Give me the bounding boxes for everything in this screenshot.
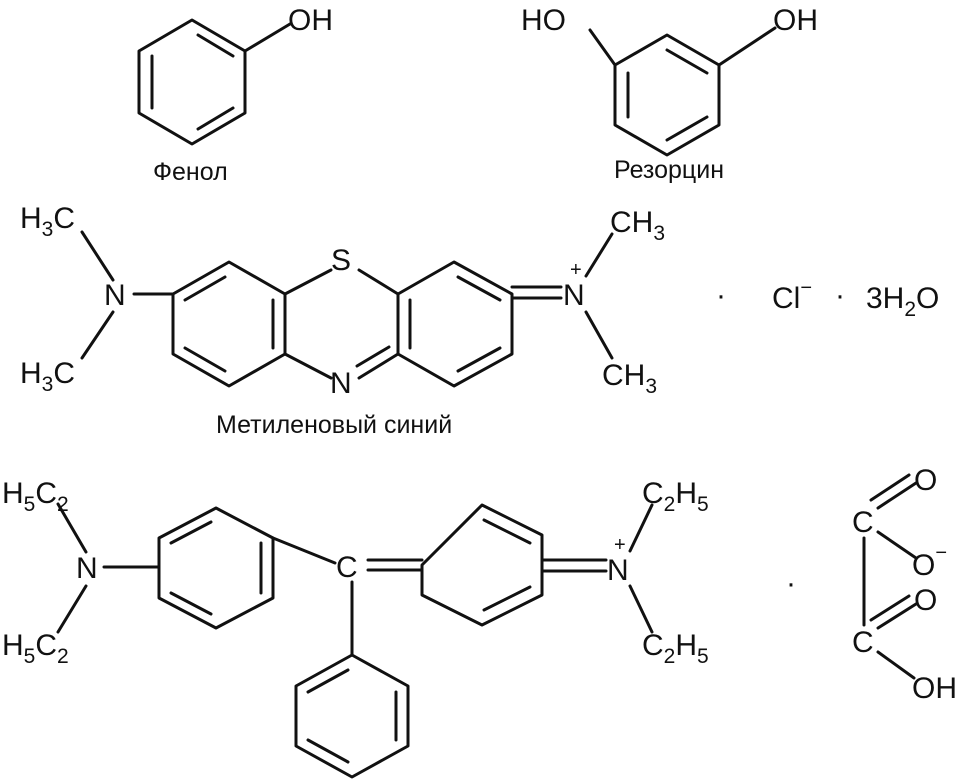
dye-salt-dot: · — [786, 567, 796, 600]
resorcinol-inner-bond-1 — [665, 48, 709, 75]
mb-s-left-bond — [283, 268, 333, 296]
methylene-blue-structure: S N N H3C H3C N + CH3 CH3 · Cl− · 3H2O М… — [20, 202, 939, 439]
dye-quinoid-inner-2 — [482, 585, 532, 612]
mb-s-right-bond — [357, 268, 400, 296]
mb-right-methyl-2: CH3 — [602, 359, 657, 398]
dye-left-ethyl-1: H5C2 — [2, 477, 69, 516]
phenol-inner-bond-1 — [196, 33, 235, 58]
mb-right-amine-n: N — [563, 279, 585, 312]
resorcinol-inner-bond-2 — [665, 115, 709, 142]
mb-left-methyl-bond-2 — [80, 310, 115, 360]
dye-right-amine-n: N — [607, 554, 629, 587]
oxalate-carbon-2: C — [852, 626, 874, 659]
mb-right-inner-2 — [456, 275, 502, 302]
oxalate-co-single-1 — [876, 530, 918, 560]
dye-phenyl-inner-1 — [306, 668, 350, 694]
mb-right-methyl-bond-2 — [584, 310, 614, 360]
dye-central-left-bond — [271, 536, 337, 565]
mb-right-ring — [396, 260, 514, 388]
phenol-caption: Фенол — [153, 158, 228, 186]
mb-chloride: Cl− — [772, 277, 812, 315]
dye-plus-charge: + — [614, 534, 626, 556]
resorcinol-oh-bond — [717, 26, 777, 67]
mb-left-methyl-2: H3C — [20, 357, 75, 396]
mb-dot-2: · — [835, 279, 845, 312]
mb-left-methyl-1: H3C — [20, 202, 75, 241]
triarylmethane-dye-structure: N H5C2 H5C2 C N + C2H5 C2H5 · — [2, 477, 796, 779]
mb-n-right-bond — [357, 352, 400, 380]
phenol-ring — [137, 18, 247, 146]
phenol-oh-label: OH — [288, 4, 333, 37]
resorcinol-ring — [613, 33, 721, 157]
oxalate-carbon-1: C — [852, 506, 874, 539]
resorcinol-caption: Резорцин — [614, 156, 724, 184]
mb-right-inner-3 — [456, 346, 502, 373]
dye-right-ethyl-1: C2H5 — [642, 477, 709, 516]
oxalate-co-double-1a — [876, 481, 918, 510]
phenol-oh-bond — [243, 22, 292, 53]
oxalate-co-double-2a — [876, 602, 918, 630]
dye-left-ethyl-2: H5C2 — [2, 629, 69, 668]
mb-left-amine-n: N — [104, 279, 126, 312]
dye-left-ethyl-bond-1 — [56, 502, 88, 554]
dye-left-inner-1 — [169, 520, 213, 545]
oxalate-hydroxyl: OH — [912, 672, 957, 705]
mb-left-inner-1 — [183, 275, 227, 302]
methylene-blue-caption: Метиленовый синий — [216, 411, 452, 439]
dye-left-ring — [157, 506, 275, 630]
mb-plus-charge: + — [570, 259, 582, 281]
dye-right-ethyl-bond-1 — [628, 503, 654, 553]
hydrogen-oxalate-structure: C C O O− O OH — [852, 464, 957, 705]
oxalate-co-single-2 — [876, 650, 916, 680]
mb-water: 3H2O — [866, 282, 939, 321]
dye-phenyl-inner-3 — [306, 738, 350, 764]
phenol-structure: OH Фенол — [137, 4, 333, 186]
mb-right-methyl-1: CH3 — [610, 206, 665, 245]
dye-right-ethyl-bond-2 — [628, 584, 654, 634]
dye-left-inner-3 — [169, 591, 213, 616]
dye-left-amine-n: N — [76, 552, 98, 585]
dye-central-carbon: C — [336, 551, 358, 584]
oxalate-oxide: O− — [912, 542, 947, 582]
oxalate-co-double-2b — [869, 594, 911, 622]
dye-quinoid-inner-1 — [482, 518, 532, 545]
resorcinol-structure: HO OH Резорцин — [521, 4, 818, 184]
mb-left-inner-3 — [183, 346, 227, 373]
mb-sulfur-label: S — [331, 244, 351, 277]
mb-left-methyl-bond-1 — [80, 230, 115, 282]
resorcinol-oh-label: OH — [773, 4, 818, 37]
resorcinol-ho-bond — [588, 28, 617, 67]
oxalate-oxygen-2: O — [914, 584, 937, 617]
mb-left-ring — [171, 260, 287, 388]
mb-nitrogen-label: N — [330, 367, 352, 400]
dye-phenyl-ring — [294, 653, 410, 779]
mb-dot-1: · — [716, 279, 726, 312]
mb-n-left-bond — [283, 352, 333, 380]
oxalate-oxygen-1: O — [914, 464, 937, 497]
resorcinol-ho-label: HO — [521, 4, 566, 37]
mb-right-methyl-bond-1 — [584, 232, 614, 278]
phenol-inner-bond-2 — [196, 106, 235, 131]
dye-right-ethyl-2: C2H5 — [642, 629, 709, 668]
mb-n-double-bond — [355, 345, 391, 368]
dye-quinoid-ring — [420, 503, 544, 627]
oxalate-co-double-1b — [869, 473, 911, 502]
dye-left-ethyl-bond-2 — [56, 584, 88, 634]
